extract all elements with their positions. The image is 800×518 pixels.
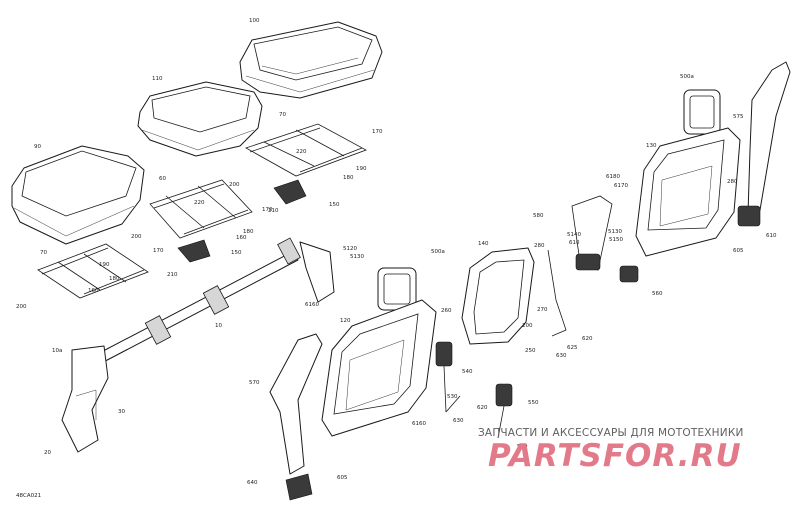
callout-630: 630 bbox=[556, 353, 567, 359]
watermark-tagline: ЗАПЧАСТИ И АКСЕССУАРЫ ДЛЯ МОТОТЕХНИКИ bbox=[478, 427, 744, 439]
callout-200: 200 bbox=[229, 182, 240, 188]
watermark-logo: PARTSFOR.RU bbox=[488, 438, 742, 474]
callout-260: 260 bbox=[441, 308, 452, 314]
callout-220: 220 bbox=[296, 149, 307, 155]
callout-labels: 1001109070170220190180200210150602201701… bbox=[16, 18, 777, 486]
callout-500a: 500a bbox=[431, 249, 445, 255]
callout-500a: 500a bbox=[680, 74, 694, 80]
callout-10: 10 bbox=[215, 323, 222, 329]
base-tube-10[interactable] bbox=[85, 237, 335, 369]
callout-30: 30 bbox=[118, 409, 125, 415]
diagram-code: 48CA021 bbox=[16, 493, 41, 499]
callout-160: 160 bbox=[236, 235, 247, 241]
watermark: ЗАПЧАСТИ И АКСЕССУАРЫ ДЛЯ МОТОТЕХНИКИ PA… bbox=[478, 427, 744, 474]
callout-60: 60 bbox=[159, 176, 166, 182]
callout-550: 550 bbox=[528, 400, 539, 406]
callout-140: 140 bbox=[478, 241, 489, 247]
callout-605: 605 bbox=[733, 248, 744, 254]
callout-280: 280 bbox=[727, 179, 738, 185]
callout-610: 610 bbox=[766, 233, 777, 239]
callout-10a: 10a bbox=[52, 348, 62, 354]
callout-575: 575 bbox=[733, 114, 744, 120]
callout-100: 100 bbox=[249, 18, 260, 24]
callout-20: 20 bbox=[44, 450, 51, 456]
callout-5130: 5130 bbox=[608, 229, 622, 235]
callout-5130: 5130 bbox=[350, 254, 364, 260]
seat-frame-60-middle[interactable] bbox=[149, 179, 253, 263]
callout-170: 170 bbox=[153, 248, 164, 254]
headrest-500a-right[interactable] bbox=[683, 89, 721, 135]
callout-6170: 6170 bbox=[614, 183, 628, 189]
callout-6160: 6160 bbox=[412, 421, 426, 427]
callout-620: 620 bbox=[582, 336, 593, 342]
callout-210: 210 bbox=[167, 272, 178, 278]
callout-605: 605 bbox=[337, 475, 348, 481]
buckle-540[interactable] bbox=[435, 341, 461, 413]
callout-180: 180 bbox=[243, 229, 254, 235]
callout-5120: 5120 bbox=[343, 246, 357, 252]
seat-frame-70-lower[interactable] bbox=[37, 243, 149, 299]
callout-150: 150 bbox=[231, 250, 242, 256]
headrest-500a-left[interactable] bbox=[377, 267, 417, 311]
seat-belt-575[interactable] bbox=[737, 61, 791, 227]
callout-70: 70 bbox=[40, 250, 47, 256]
bracket-10a[interactable] bbox=[61, 345, 109, 453]
callout-5150: 5150 bbox=[609, 237, 623, 243]
callout-625: 625 bbox=[567, 345, 578, 351]
callout-190: 190 bbox=[99, 262, 110, 268]
callout-210: 210 bbox=[268, 208, 279, 214]
callout-250: 250 bbox=[525, 348, 536, 354]
callout-90: 90 bbox=[34, 144, 41, 150]
callout-190: 190 bbox=[356, 166, 367, 172]
callout-280: 280 bbox=[534, 243, 545, 249]
callout-560: 560 bbox=[652, 291, 663, 297]
callout-5140: 5140 bbox=[567, 232, 581, 238]
callout-160: 160 bbox=[88, 288, 99, 294]
seat-cushion-90[interactable] bbox=[11, 145, 145, 245]
seat-belt-580[interactable] bbox=[547, 195, 613, 337]
callout-630: 630 bbox=[453, 418, 464, 424]
callout-270: 270 bbox=[537, 307, 548, 313]
callout-610: 610 bbox=[569, 240, 580, 246]
seat-belt-570[interactable] bbox=[269, 333, 323, 501]
buckle-550[interactable] bbox=[495, 383, 513, 439]
callout-220: 220 bbox=[194, 200, 205, 206]
callout-530: 530 bbox=[447, 394, 458, 400]
callout-200: 200 bbox=[131, 234, 142, 240]
callout-170: 170 bbox=[262, 207, 273, 213]
seat-cushion-100[interactable] bbox=[239, 21, 383, 99]
callout-180: 180 bbox=[343, 175, 354, 181]
backrest-120[interactable] bbox=[321, 299, 437, 437]
callout-620: 620 bbox=[477, 405, 488, 411]
callout-120: 120 bbox=[340, 318, 351, 324]
backrest-140[interactable] bbox=[461, 247, 535, 345]
backrest-130[interactable] bbox=[635, 127, 741, 257]
callout-200: 200 bbox=[16, 304, 27, 310]
callout-570: 570 bbox=[249, 380, 260, 386]
callout-640: 640 bbox=[247, 480, 258, 486]
buckle-cover-560[interactable] bbox=[619, 265, 639, 283]
seat-frame-70-upper[interactable] bbox=[245, 123, 367, 205]
callout-70: 70 bbox=[279, 112, 286, 118]
callout-200: 200 bbox=[522, 323, 533, 329]
callout-520: 520 bbox=[517, 444, 528, 450]
callout-580: 580 bbox=[533, 213, 544, 219]
callout-180: 180 bbox=[109, 276, 120, 282]
callout-110: 110 bbox=[152, 76, 163, 82]
seat-cushion-110[interactable] bbox=[137, 81, 263, 157]
callout-170: 170 bbox=[372, 129, 383, 135]
callout-130: 130 bbox=[646, 143, 657, 149]
callout-6180: 6180 bbox=[606, 174, 620, 180]
callout-6160: 6160 bbox=[305, 302, 319, 308]
callout-540: 540 bbox=[462, 369, 473, 375]
callout-150: 150 bbox=[329, 202, 340, 208]
